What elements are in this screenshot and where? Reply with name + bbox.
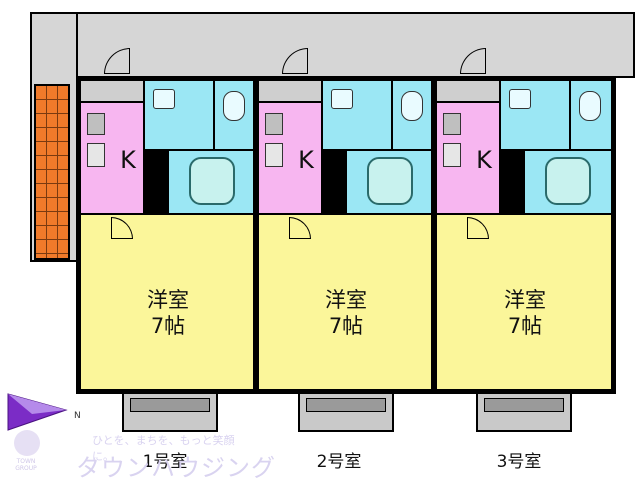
tree-icon — [14, 430, 40, 456]
bathtub-icon — [545, 157, 591, 205]
unit-name-3: 3号室 — [496, 451, 542, 472]
balcony-3 — [476, 392, 572, 432]
compass-mark: N — [74, 411, 81, 421]
unit-name-2: 2号室 — [316, 451, 362, 472]
bathroom — [168, 150, 254, 214]
logo-text: TOWN GROUP — [15, 458, 37, 472]
entrance — [258, 80, 322, 102]
kitchen: K — [436, 102, 500, 214]
sink-icon — [443, 143, 461, 167]
town-group-logo: TOWN GROUP — [6, 428, 46, 476]
washbasin-icon — [153, 89, 175, 109]
toilet-icon — [223, 91, 245, 121]
balcony-floor — [306, 398, 386, 412]
balcony-floor — [130, 398, 210, 412]
staircase — [34, 84, 70, 260]
western-room: 洋室 7帖 — [436, 214, 612, 390]
toilet-icon — [401, 91, 423, 121]
unit-1: K CL 洋室 7帖 — [80, 80, 254, 390]
room-size: 7帖 — [328, 314, 364, 338]
washroom — [322, 80, 392, 150]
entrance — [436, 80, 500, 102]
common-corridor — [30, 12, 635, 78]
kitchen: K — [258, 102, 322, 214]
room-door-icon[interactable] — [289, 217, 311, 239]
kitchen: K — [80, 102, 144, 214]
toilet — [392, 80, 432, 150]
room-size: 7帖 — [507, 314, 543, 338]
washroom — [500, 80, 570, 150]
room-door-icon[interactable] — [111, 217, 133, 239]
sink-icon — [265, 143, 283, 167]
sink-icon — [87, 143, 105, 167]
kitchen-label: K — [298, 146, 314, 174]
bathtub-icon — [189, 157, 235, 205]
watermark-tagline: ひとを、まちを、もっと笑顔に。 — [92, 434, 235, 463]
unit-2: K CL 洋室 7帖 — [258, 80, 432, 390]
western-room: 洋室 7帖 — [258, 214, 432, 390]
compass-icon: N — [7, 393, 81, 431]
washroom — [144, 80, 214, 150]
room-door-icon[interactable] — [467, 217, 489, 239]
room-type: 洋室 — [325, 288, 367, 312]
unit-name-1: 1号室 — [142, 451, 188, 472]
toilet-icon — [579, 91, 601, 121]
washbasin-icon — [331, 89, 353, 109]
bathroom — [524, 150, 612, 214]
stove-icon — [87, 113, 105, 135]
toilet — [214, 80, 254, 150]
room-type: 洋室 — [504, 288, 546, 312]
balcony-1 — [122, 392, 218, 432]
unit-3: K CL 洋室 7帖 — [436, 80, 612, 390]
balcony-floor — [484, 398, 564, 412]
western-room: 洋室 7帖 — [80, 214, 254, 390]
room-type: 洋室 — [147, 288, 189, 312]
entrance — [80, 80, 144, 102]
kitchen-label: K — [120, 146, 136, 174]
stove-icon — [443, 113, 461, 135]
bathroom — [346, 150, 432, 214]
balcony-2 — [298, 392, 394, 432]
bathtub-icon — [367, 157, 413, 205]
kitchen-label: K — [476, 146, 492, 174]
toilet — [570, 80, 612, 150]
room-size: 7帖 — [150, 314, 186, 338]
watermark-brand: タウンハウジング — [76, 454, 276, 482]
washbasin-icon — [509, 89, 531, 109]
stove-icon — [265, 113, 283, 135]
